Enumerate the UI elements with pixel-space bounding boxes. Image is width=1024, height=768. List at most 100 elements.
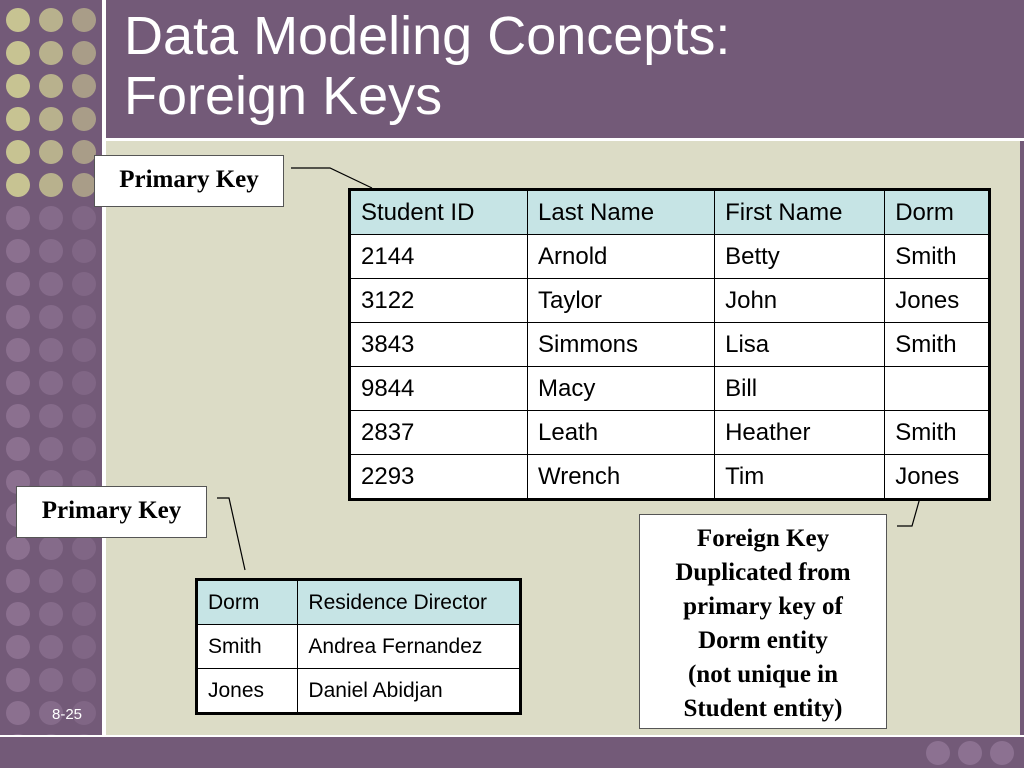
table-cell <box>884 366 990 411</box>
decorative-dot <box>72 173 96 197</box>
decorative-dot <box>6 668 30 692</box>
decorative-dot <box>6 74 30 98</box>
decorative-dot <box>39 239 63 263</box>
slide-title-line2: Foreign Keys <box>124 66 443 126</box>
table-cell: Daniel Abidjan <box>297 668 521 714</box>
decorative-dot <box>39 272 63 296</box>
decorative-dot <box>6 536 30 560</box>
decorative-dot <box>6 173 30 197</box>
slide-title-line1: Data Modeling Concepts: <box>124 6 731 66</box>
decorative-dot <box>39 602 63 626</box>
table-cell: Leath <box>526 410 716 455</box>
title-band <box>108 0 1024 138</box>
decorative-dot <box>72 701 96 725</box>
decorative-dot <box>39 668 63 692</box>
decorative-dot <box>72 305 96 329</box>
table-cell: Jones <box>195 668 299 714</box>
column-header-student-id: Student ID <box>349 189 528 235</box>
table-cell: Smith <box>884 322 990 367</box>
primary-key-callout-top: Primary Key <box>94 155 284 207</box>
decorative-dot <box>72 371 96 395</box>
decorative-dot <box>39 437 63 461</box>
decorative-dot <box>39 404 63 428</box>
decorative-dot <box>72 74 96 98</box>
table-cell: Heather <box>714 410 886 455</box>
divider-vertical <box>102 0 106 737</box>
table-row: 2293 Wrench Tim Jones <box>349 454 990 500</box>
table-cell: Smith <box>884 410 990 455</box>
decorative-dot <box>39 371 63 395</box>
column-header-dorm: Dorm <box>195 579 299 625</box>
fk-line: Dorm entity <box>698 627 828 654</box>
decorative-dot <box>72 272 96 296</box>
decorative-dot <box>72 239 96 263</box>
table-cell: Tim <box>714 454 886 500</box>
decorative-dot <box>6 404 30 428</box>
fk-line: (not unique in <box>687 661 839 688</box>
column-header-first-name: First Name <box>714 189 886 235</box>
decorative-dot-strip <box>0 0 102 768</box>
decorative-dot <box>39 569 63 593</box>
table-cell: 9844 <box>349 366 528 411</box>
decorative-dot <box>39 8 63 32</box>
decorative-dot <box>39 140 63 164</box>
slide-title: Data Modeling Concepts: Foreign Keys <box>124 6 730 126</box>
bottom-band <box>0 737 1024 768</box>
foreign-key-callout: Foreign Key Duplicated from primary key … <box>639 514 887 729</box>
decorative-dot <box>6 239 30 263</box>
decorative-dot <box>72 206 96 230</box>
table-cell: 3843 <box>349 322 528 367</box>
primary-key-callout-bottom: Primary Key <box>16 486 207 538</box>
decorative-dot <box>39 635 63 659</box>
table-row: 9844 Macy Bill <box>349 366 990 411</box>
decorative-dot <box>6 305 30 329</box>
column-header-residence-director: Residence Director <box>297 579 521 625</box>
table-row: 3122 Taylor John Jones <box>349 278 990 323</box>
decorative-dot <box>6 602 30 626</box>
decorative-dot <box>39 107 63 131</box>
decorative-dot <box>958 741 982 765</box>
table-cell: Betty <box>714 234 886 279</box>
divider-horizontal-top <box>102 138 1024 141</box>
decorative-dot <box>926 741 950 765</box>
decorative-dot <box>72 437 96 461</box>
decorative-dot <box>6 107 30 131</box>
table-cell: Jones <box>884 278 990 323</box>
column-header-last-name: Last Name <box>526 189 716 235</box>
decorative-dot <box>6 272 30 296</box>
decorative-dot <box>72 140 96 164</box>
student-table: Student ID Last Name First Name Dorm 214… <box>348 188 991 501</box>
decorative-dot <box>39 173 63 197</box>
table-cell: 2293 <box>349 454 528 500</box>
decorative-dot <box>39 74 63 98</box>
table-cell: Arnold <box>526 234 716 279</box>
decorative-dot <box>990 741 1014 765</box>
table-cell: Wrench <box>526 454 716 500</box>
decorative-dot <box>6 701 30 725</box>
table-cell: Andrea Fernandez <box>297 624 521 669</box>
decorative-dot <box>72 635 96 659</box>
decorative-dot <box>6 635 30 659</box>
table-row: Smith Andrea Fernandez <box>195 624 521 669</box>
table-cell: Simmons <box>526 322 716 367</box>
decorative-dot <box>72 536 96 560</box>
decorative-dot <box>72 8 96 32</box>
decorative-dot <box>72 338 96 362</box>
decorative-dot <box>72 602 96 626</box>
decorative-dot <box>72 107 96 131</box>
table-cell: 3122 <box>349 278 528 323</box>
table-row: 2837 Leath Heather Smith <box>349 410 990 455</box>
fk-line: primary key of <box>683 593 843 620</box>
dorm-table: Dorm Residence Director Smith Andrea Fer… <box>195 578 522 715</box>
decorative-dot <box>72 569 96 593</box>
decorative-dot <box>6 338 30 362</box>
table-cell: Jones <box>884 454 990 500</box>
table-cell: Smith <box>195 624 299 669</box>
page-number: 8-25 <box>52 706 83 723</box>
decorative-dot <box>72 41 96 65</box>
table-cell: Taylor <box>526 278 716 323</box>
table-cell: Smith <box>884 234 990 279</box>
table-row: 3843 Simmons Lisa Smith <box>349 322 990 367</box>
table-row: 2144 Arnold Betty Smith <box>349 234 990 279</box>
table-header-row: Student ID Last Name First Name Dorm <box>349 189 990 235</box>
